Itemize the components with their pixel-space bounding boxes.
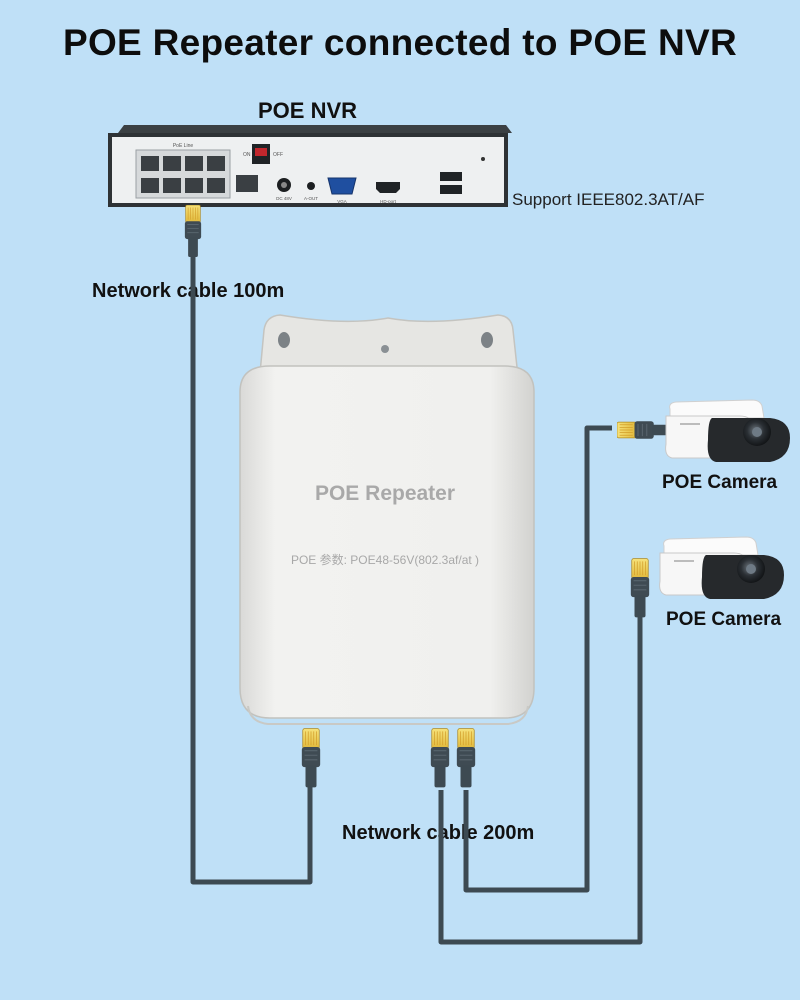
usb-port-1 <box>440 172 462 181</box>
hdmi-text: HD-port <box>380 199 397 204</box>
poe-line-text: PoE Line <box>173 143 194 149</box>
camera-1-cable <box>463 425 612 893</box>
repeater-output-plug-2 <box>456 728 476 788</box>
camera-2-plug <box>630 558 650 618</box>
camera-2 <box>630 536 784 618</box>
nvr-label: POE NVR <box>258 98 358 123</box>
hdmi-port <box>376 182 400 193</box>
camera-1-plug <box>617 420 673 440</box>
nvr-rj45-plug <box>184 205 202 257</box>
usb-port-2 <box>440 185 462 194</box>
cable-200m-label: Network cable 200m <box>342 822 535 844</box>
camera-2-cable <box>438 615 643 945</box>
audio-out-jack <box>307 182 315 190</box>
repeater-input-plug <box>301 728 321 788</box>
vga-port <box>327 177 357 195</box>
aout-text: A-OUT <box>304 196 318 201</box>
repeater-spec: POE 参数: POE48-56V(802.3af/at ) <box>290 553 480 567</box>
switch-on-text: ON <box>243 152 251 158</box>
repeater-title: POE Repeater <box>314 482 456 505</box>
camera-1 <box>617 399 790 462</box>
switch-off-text: OFF <box>273 152 283 158</box>
nvr-device: PoE Line ON OFF DC 48V A-OUT VGA HD-port <box>108 125 512 207</box>
bullet-camera-icon <box>665 399 790 462</box>
dc-text: DC 48V <box>276 196 292 201</box>
cables <box>190 255 643 945</box>
repeater-output-plug-1 <box>430 728 450 788</box>
uplink-port <box>236 175 258 192</box>
nvr-support-text: Support IEEE802.3AT/AF <box>512 190 705 209</box>
page-title: POE Repeater connected to POE NVR <box>62 22 737 63</box>
camera-1-label: POE Camera <box>662 472 778 493</box>
cable-100m-run <box>190 318 313 885</box>
vga-text: VGA <box>337 199 347 204</box>
cable-100m-label: Network cable 100m <box>92 280 285 302</box>
poe-port-block: PoE Line <box>135 143 231 199</box>
bullet-camera-icon <box>659 536 784 599</box>
poe-repeater-device <box>239 314 535 725</box>
camera-2-label: POE Camera <box>666 609 782 630</box>
